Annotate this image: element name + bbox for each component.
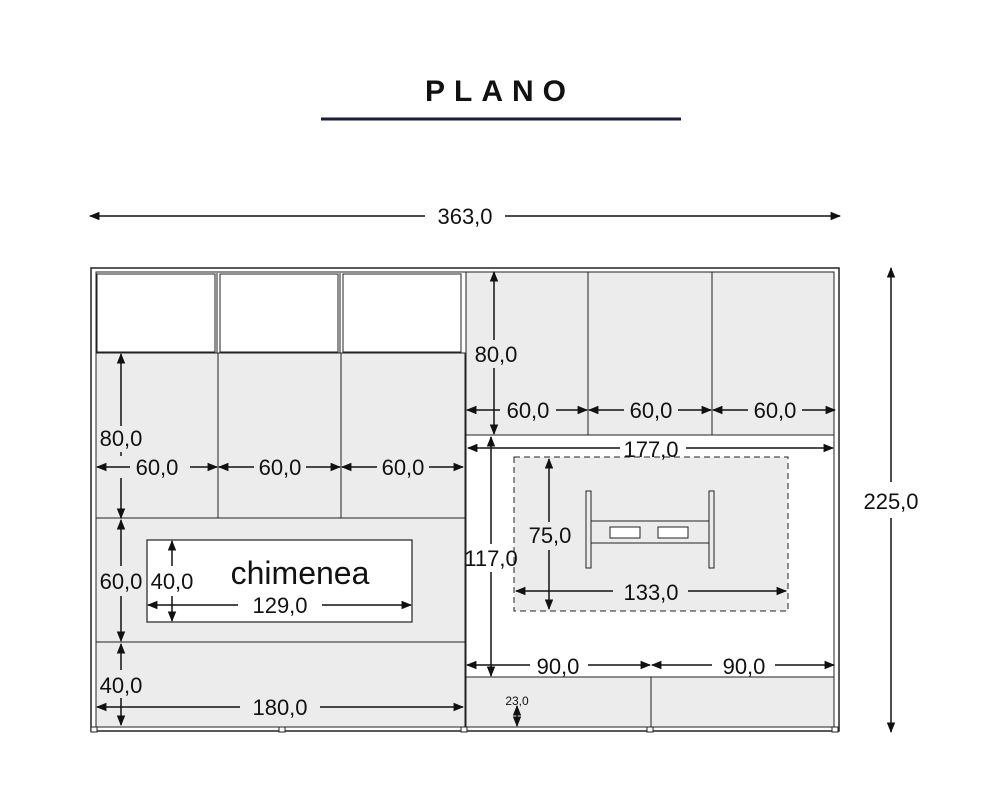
- tv-wall-height-label: 117,0: [464, 546, 517, 571]
- tv-stand-icon: [585, 490, 715, 569]
- overall-height-label: 225,0: [863, 489, 918, 514]
- fireplace-height-label: 40,0: [151, 569, 194, 594]
- left-base: [95, 641, 466, 728]
- overall-width-label: 363,0: [437, 204, 492, 229]
- tv-panel-height-label: 75,0: [529, 523, 572, 548]
- drawer-w1-label: 90,0: [537, 654, 580, 679]
- left-top-niche-1: [96, 273, 216, 353]
- plinth-height-label: 23,0: [505, 694, 529, 708]
- right-upper-w2-label: 60,0: [630, 398, 673, 423]
- left-upper-doors: [95, 352, 466, 519]
- right-upper-doors: [465, 271, 835, 436]
- fireplace-band-height-label: 60,0: [100, 569, 143, 594]
- left-top-niche-2: [219, 273, 339, 353]
- right-upper-height-label: 80,0: [475, 342, 518, 367]
- left-upper-w1-label: 60,0: [136, 455, 179, 480]
- drawer-w2-label: 90,0: [723, 654, 766, 679]
- left-base-height-label: 40,0: [100, 673, 143, 698]
- right-upper-w1-label: 60,0: [507, 398, 550, 423]
- fireplace-opening: [146, 539, 413, 623]
- left-upper-w3-label: 60,0: [382, 455, 425, 480]
- right-module: [465, 271, 835, 728]
- drawer-row: [465, 676, 835, 728]
- left-top-niche-3: [342, 273, 462, 353]
- left-module: [95, 273, 466, 728]
- page-title: PLANO: [425, 75, 575, 108]
- fireplace-label: chimenea: [231, 555, 370, 591]
- left-base-width-label: 180,0: [252, 695, 307, 720]
- tv-wall-width-label: 177,0: [623, 437, 678, 462]
- left-upper-w2-label: 60,0: [259, 455, 302, 480]
- tv-panel-width-label: 133,0: [623, 580, 678, 605]
- right-upper-w3-label: 60,0: [754, 398, 797, 423]
- fireplace-width-label: 129,0: [252, 593, 307, 618]
- left-upper-height-label: 80,0: [100, 426, 143, 451]
